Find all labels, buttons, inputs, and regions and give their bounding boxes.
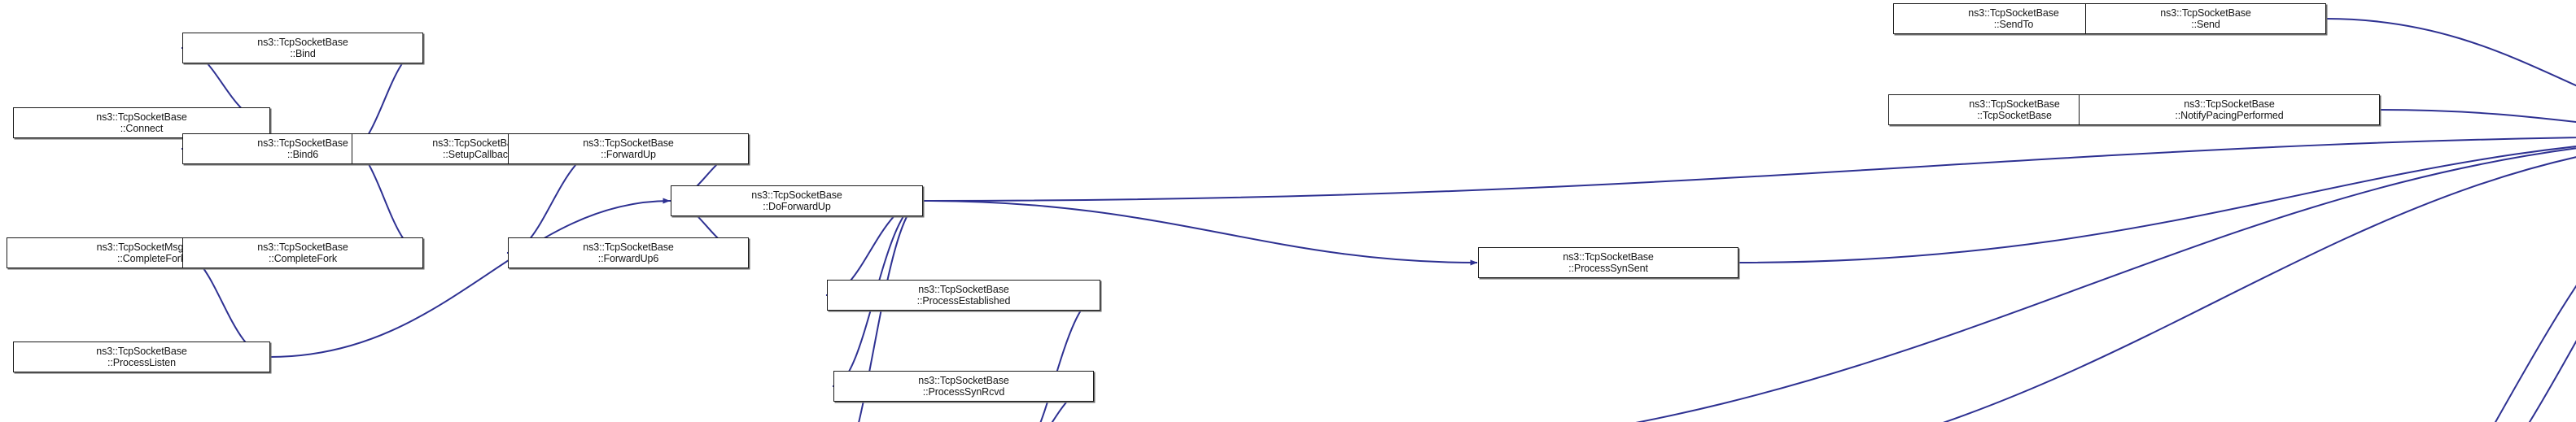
edge-notifypacing-to-sendpendingdata	[2379, 109, 2576, 123]
node-class-label: ns3::TcpSocketBase	[918, 375, 1009, 386]
edge-processlisten-to-doforwardup	[269, 198, 671, 358]
node-method-label: ::ProcessEstablished	[916, 295, 1011, 307]
node-method-label: ::SetupCallback	[442, 149, 514, 160]
node-class-label: ns3::TcpSocketBase	[257, 37, 348, 48]
graph-node-bind[interactable]: ns3::TcpSocketBase::Bind	[182, 33, 423, 63]
graph-node-notifypacing[interactable]: ns3::TcpSocketBase::NotifyPacingPerforme…	[2079, 94, 2380, 125]
edge-senddatapacket-to-sendpendingdata	[2494, 285, 2576, 422]
node-class-label: ns3::TcpSocketBase	[1968, 7, 2059, 19]
node-method-label: ::ForwardUp6	[597, 253, 659, 264]
node-class-label: ns3::TcpSocketBase	[1969, 98, 2060, 110]
node-method-label: ::Bind	[290, 48, 316, 59]
edge-receivedack-to-sendpendingdata	[1635, 147, 2576, 422]
node-class-label: ns3::TcpSocketBase	[751, 189, 842, 201]
graph-node-forwardup[interactable]: ns3::TcpSocketBase::ForwardUp	[508, 133, 749, 164]
node-class-label: ns3::TcpSocketBase	[583, 241, 674, 253]
node-class-label: ns3::TcpSocketBase	[2160, 7, 2251, 19]
node-class-label: ns3::TcpSocketBase	[96, 346, 187, 357]
node-method-label: ::ProcessSynRcvd	[922, 386, 1005, 398]
graph-node-forwardup6[interactable]: ns3::TcpSocketBase::ForwardUp6	[508, 237, 749, 268]
node-method-label: ::CompleteFork	[268, 253, 338, 264]
node-class-label: ns3::TcpSocketBase	[918, 284, 1009, 295]
node-class-label: ns3::TcpSocketMsgBase	[96, 241, 207, 253]
edge-processsynsent-to-sendpendingdata	[1738, 146, 2576, 263]
node-method-label: ::NotifyPacingPerformed	[2175, 110, 2284, 121]
node-class-label: ns3::TcpSocketBase	[432, 137, 523, 149]
node-method-label: ::CompleteFork	[116, 253, 186, 264]
graph-node-send[interactable]: ns3::TcpSocketBase::Send	[2085, 3, 2326, 34]
node-method-label: ::DoForwardUp	[763, 201, 831, 212]
node-method-label: ::TcpSocketBase	[1977, 110, 2052, 121]
graph-node-completefork[interactable]: ns3::TcpSocketBase::CompleteFork	[182, 237, 423, 268]
node-method-label: ::Connect	[120, 123, 164, 134]
node-method-label: ::Send	[2191, 19, 2220, 30]
node-class-label: ns3::TcpSocketBase	[96, 111, 187, 123]
node-class-label: ns3::TcpSocketBase	[1563, 251, 1654, 263]
edge-processestablished-to-receivedack	[1039, 294, 1101, 422]
graph-node-processestablished[interactable]: ns3::TcpSocketBase::ProcessEstablished	[827, 280, 1100, 311]
node-method-label: ::SendTo	[1993, 19, 2034, 30]
graph-node-connect[interactable]: ns3::TcpSocketBase::Connect	[13, 107, 270, 138]
graph-node-processsynrcvd[interactable]: ns3::TcpSocketBase::ProcessSynRcvd	[833, 371, 1094, 402]
graph-node-processsynsent[interactable]: ns3::TcpSocketBase::ProcessSynSent	[1478, 247, 1738, 278]
edge-retxtimeout-to-sendpendingdata	[2528, 340, 2576, 422]
node-method-label: ::ProcessSynSent	[1568, 263, 1648, 274]
node-class-label: ns3::TcpSocketBase	[257, 241, 348, 253]
edge-newack-to-sendpendingdata	[1942, 156, 2576, 422]
node-method-label: ::ProcessListen	[107, 357, 176, 368]
graph-node-processlisten[interactable]: ns3::TcpSocketBase::ProcessListen	[13, 342, 270, 372]
edge-doforwardup-to-processsynsent	[922, 200, 1478, 266]
edge-doforwardup-to-sendpendingdata	[922, 137, 2576, 202]
node-class-label: ns3::TcpSocketBase	[2184, 98, 2275, 110]
node-method-label: ::Bind6	[286, 149, 319, 160]
node-method-label: ::ForwardUp	[601, 149, 656, 160]
node-class-label: ns3::TcpSocketBase	[257, 137, 348, 149]
graph-node-doforwardup[interactable]: ns3::TcpSocketBase::DoForwardUp	[671, 185, 923, 216]
node-class-label: ns3::TcpSocketBase	[583, 137, 674, 149]
